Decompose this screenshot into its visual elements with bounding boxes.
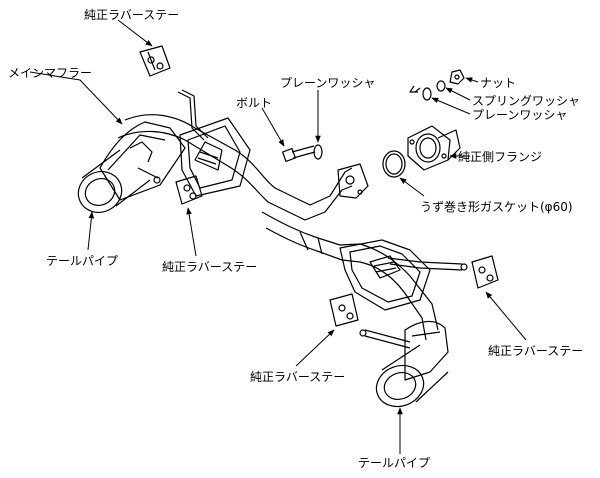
upper-hanger-rod <box>177 91 205 141</box>
y-joint-flange <box>337 163 369 199</box>
lower-hanger-rod <box>364 329 411 343</box>
plain-washer-right-part <box>422 87 432 101</box>
label-rubber-stay-bottom: 純正ラバーステー <box>250 370 346 384</box>
label-bolt: ボルト <box>236 96 273 110</box>
label-spiral-gasket: うず巻き形ガスケット(φ60) <box>420 200 573 214</box>
label-rubber-stay-mid: 純正ラバーステー <box>162 260 258 274</box>
label-plain-washer-upper: プレーンワッシャ <box>280 76 376 90</box>
label-tail-pipe-bottom: テールパイプ <box>358 456 431 470</box>
rubber-stay-bottom-part <box>329 293 359 327</box>
left-tail-pipe-outer <box>77 171 123 213</box>
right-muffler <box>404 320 449 381</box>
label-nut: ナット <box>480 76 517 90</box>
lower-muffler-body <box>339 239 431 311</box>
upper-pipe <box>124 114 353 206</box>
left-tail-pipe-inner <box>84 178 116 206</box>
oem-flange-part <box>407 125 461 171</box>
nut-part <box>449 69 465 85</box>
left-muffler <box>99 121 186 201</box>
bolt-part <box>281 145 316 163</box>
right-hanger-rod <box>387 257 463 265</box>
spiral-gasket-part <box>382 150 406 178</box>
lower-pipe <box>261 211 439 331</box>
bottom-tail-pipe-inner <box>383 372 417 400</box>
label-oem-flange: 純正側フランジ <box>458 150 543 164</box>
bottom-tail-pipe-outer <box>375 364 425 408</box>
label-plain-washer-right: プレーンワッシャ <box>472 108 568 122</box>
plain-washer-upper-part <box>313 144 323 160</box>
label-rubber-stay-right: 純正ラバーステー <box>488 344 584 358</box>
label-tail-pipe-left: テールパイプ <box>46 254 119 268</box>
label-rubber-stay-top: 純正ラバーステー <box>84 8 180 22</box>
spring-washer-part <box>436 80 446 92</box>
rubber-stay-right-part <box>471 255 499 289</box>
label-spring-washer: スプリングワッシャ <box>472 94 581 108</box>
label-main-muffler: メインマフラー <box>8 66 93 80</box>
upper-muffler-body <box>179 117 251 197</box>
rubber-stay-mid-part <box>175 175 203 205</box>
rubber-stay-top-part <box>139 45 171 77</box>
